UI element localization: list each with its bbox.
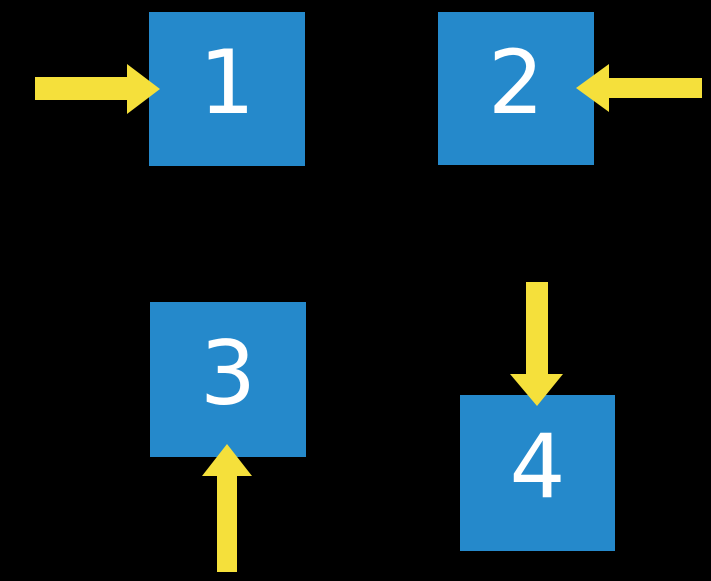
arrow-up-shape xyxy=(202,444,252,572)
arrow-pointing-left-icon xyxy=(576,64,702,112)
square-4-label: 4 xyxy=(509,415,566,518)
square-2-label: 2 xyxy=(488,30,544,134)
numbered-square-3: 3 xyxy=(150,302,306,457)
arrow-right-shape xyxy=(35,64,160,114)
arrow-pointing-right-icon xyxy=(35,64,160,114)
arrow-down-shape xyxy=(510,282,563,406)
square-1-label: 1 xyxy=(199,31,255,134)
arrow-pointing-down-icon xyxy=(510,282,563,406)
arrow-pointing-up-icon xyxy=(202,444,252,572)
numbered-square-4: 4 xyxy=(460,395,615,551)
square-3-label: 3 xyxy=(200,321,256,425)
numbered-square-2: 2 xyxy=(438,12,594,165)
numbered-square-1: 1 xyxy=(149,12,305,166)
arrow-left-shape xyxy=(576,64,702,112)
